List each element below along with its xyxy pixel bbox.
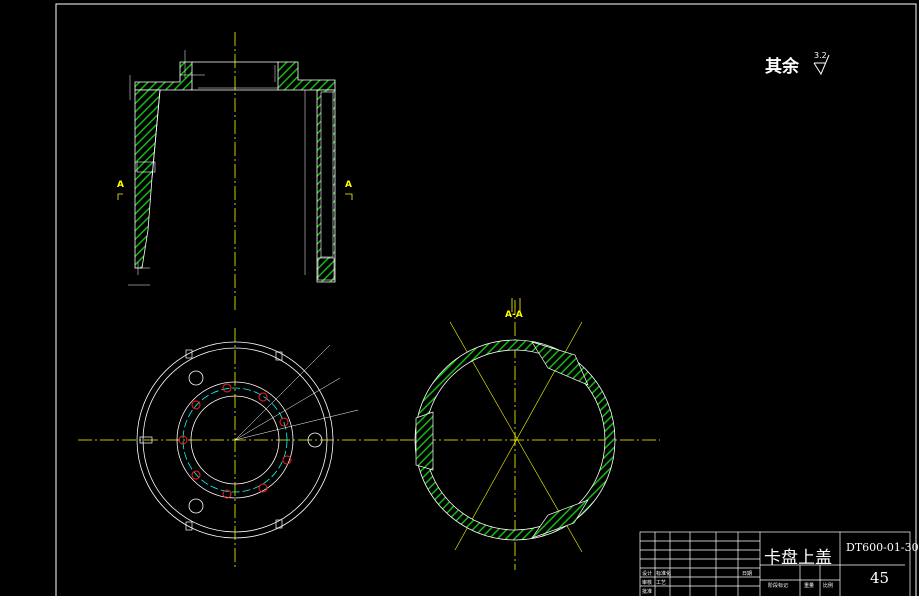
top-flange-hatch xyxy=(134,61,193,91)
tb-cell-process: 工艺 xyxy=(656,580,667,586)
left-wall-hatch xyxy=(134,89,161,269)
section-label-right: A xyxy=(345,180,352,190)
tb-cell-approve: 批准 xyxy=(642,589,653,595)
pitch-circle xyxy=(182,387,288,493)
tb-cell-design: 设计 xyxy=(642,571,653,577)
tb-cell-weight: 重量 xyxy=(804,583,815,589)
tb-cell-scale: 比例 xyxy=(823,583,834,589)
plan-view xyxy=(78,328,398,570)
surface-finish-note: 其余 xyxy=(765,52,799,77)
tb-cell-date: 日期 xyxy=(742,571,753,577)
ring-hatch xyxy=(414,339,616,541)
drawing-frame xyxy=(55,3,917,596)
section-a-a-view xyxy=(400,298,660,570)
roughness-value: 3.2 xyxy=(814,51,827,60)
tb-cell-stage: 阶段标记 xyxy=(768,583,789,589)
tb-cell-standard: 标准化 xyxy=(656,571,672,577)
rest-label: 其余 xyxy=(765,57,799,77)
section-label-view: A-A xyxy=(505,310,523,320)
bolt-holes xyxy=(178,383,292,499)
drawing-code: DT600-01-30 xyxy=(846,541,919,554)
material: 45 xyxy=(870,569,890,587)
front-section-view xyxy=(117,32,353,310)
top-flange-hatch-right xyxy=(277,61,336,91)
title-block xyxy=(639,531,911,596)
section-label-left: A xyxy=(117,180,124,190)
part-name: 卡盘上盖 xyxy=(764,548,832,568)
tb-cell-review: 审核 xyxy=(642,580,653,586)
roughness-symbol xyxy=(813,54,830,76)
